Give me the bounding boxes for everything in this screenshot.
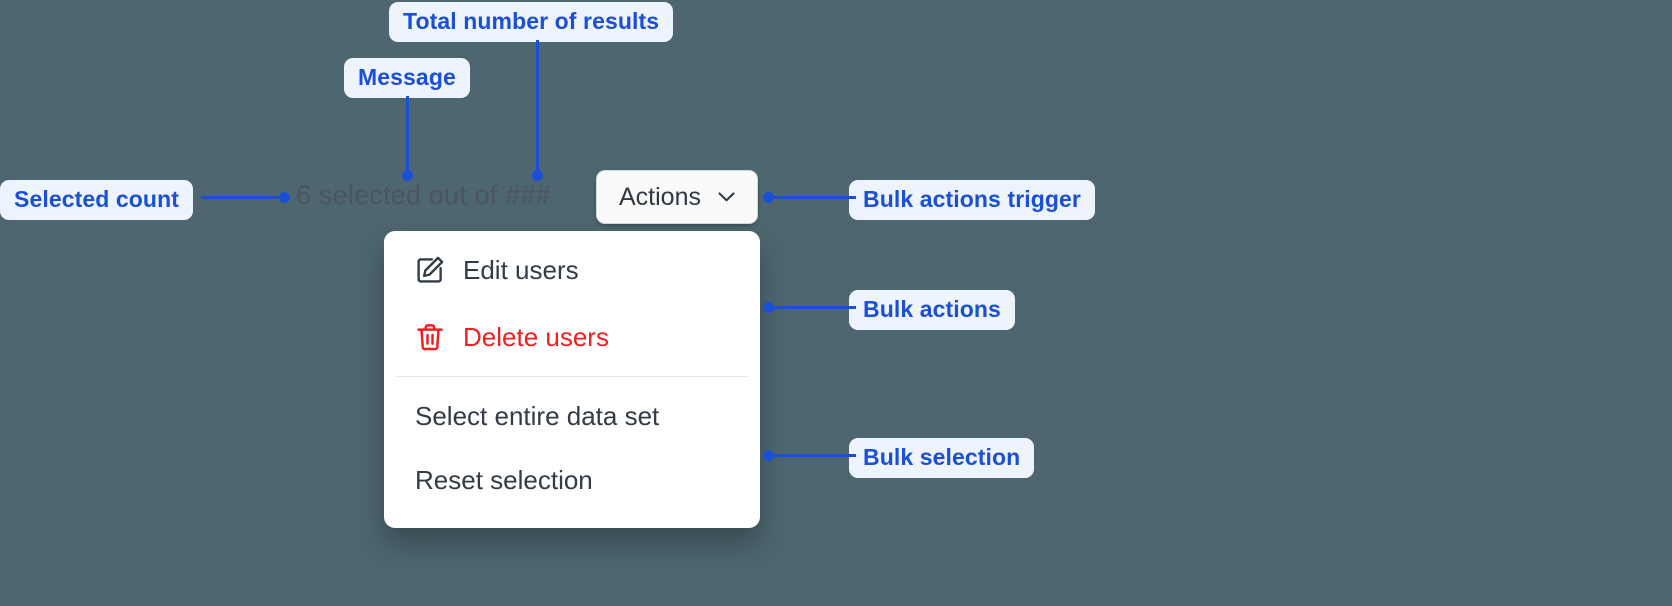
annotation-label-message: Message bbox=[344, 58, 470, 99]
annotation-label-selected-count: Selected count bbox=[0, 180, 193, 221]
connector-dot-bulk-actions bbox=[763, 302, 774, 313]
bulk-actions-dropdown-menu: Edit users Delete users Select entire da… bbox=[384, 231, 760, 528]
connector-dot-bulk-selection bbox=[763, 450, 774, 461]
annotation-label-bulk-actions: Bulk actions bbox=[849, 290, 1015, 331]
menu-spacer bbox=[384, 297, 760, 310]
connector-line-selected-count bbox=[201, 196, 289, 199]
menu-item-label: Reset selection bbox=[415, 464, 593, 495]
connector-dot-message bbox=[402, 170, 413, 181]
bulk-actions-trigger-button[interactable]: Actions bbox=[596, 170, 758, 224]
menu-item-label: Delete users bbox=[463, 321, 609, 352]
connector-line-bulk-actions-trigger bbox=[768, 196, 856, 199]
connector-dot-bulk-actions-trigger bbox=[763, 192, 774, 203]
menu-item-reset-selection[interactable]: Reset selection bbox=[384, 453, 760, 507]
menu-item-label: Select entire data set bbox=[415, 400, 660, 431]
connector-line-total-results bbox=[536, 40, 539, 176]
chevron-down-icon bbox=[718, 192, 735, 202]
connector-dot-selected-count bbox=[279, 192, 290, 203]
menu-item-select-entire-data-set[interactable]: Select entire data set bbox=[384, 389, 760, 443]
annotation-label-total-results: Total number of results bbox=[389, 2, 674, 43]
connector-line-message bbox=[406, 96, 409, 176]
actions-button-label: Actions bbox=[619, 182, 701, 211]
menu-spacer bbox=[384, 443, 760, 453]
annotation-label-bulk-selection: Bulk selection bbox=[849, 438, 1035, 479]
selection-summary-text: 6 selected out of ### bbox=[296, 180, 551, 210]
menu-divider bbox=[397, 376, 747, 377]
connector-line-bulk-actions bbox=[768, 306, 856, 309]
trash-icon bbox=[415, 322, 445, 352]
menu-item-edit-users[interactable]: Edit users bbox=[384, 243, 760, 297]
edit-pencil-icon bbox=[415, 255, 445, 285]
annotation-label-bulk-actions-trigger: Bulk actions trigger bbox=[849, 180, 1095, 221]
connector-line-bulk-selection bbox=[768, 454, 856, 457]
connector-dot-total-results bbox=[532, 170, 543, 181]
menu-item-delete-users[interactable]: Delete users bbox=[384, 310, 760, 364]
menu-item-label: Edit users bbox=[463, 254, 579, 285]
